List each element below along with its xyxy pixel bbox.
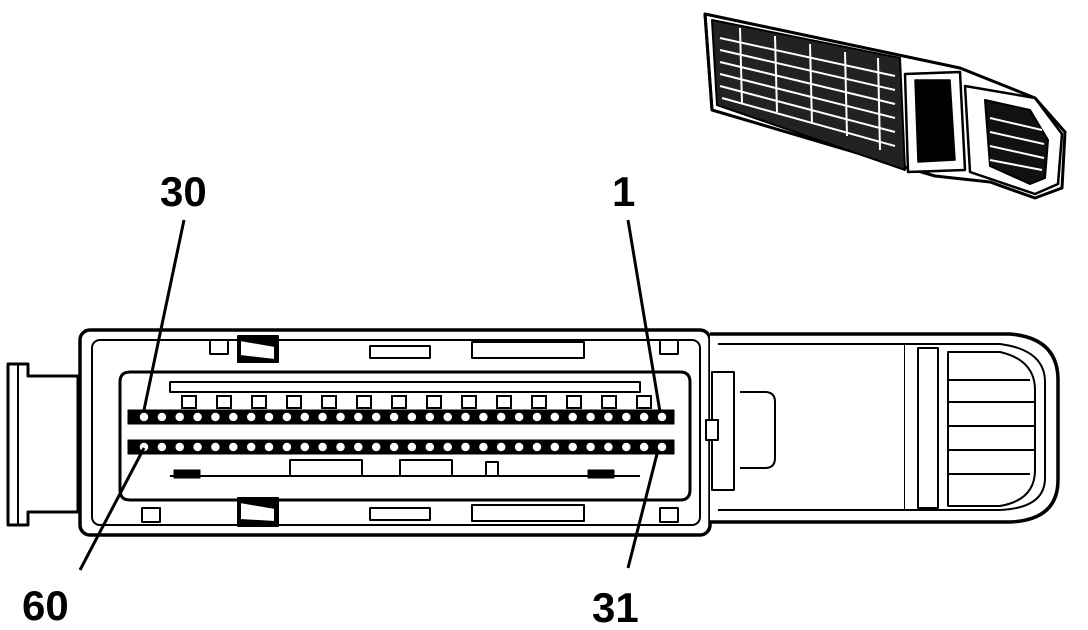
bottom-row-pin bbox=[424, 441, 436, 453]
terminal-latch bbox=[566, 395, 582, 409]
bottom-row-pin bbox=[227, 441, 240, 453]
bottom-row-pin bbox=[352, 441, 365, 453]
terminal-latch bbox=[181, 395, 197, 409]
bottom-row-pin bbox=[638, 441, 650, 453]
top-row-pin bbox=[459, 411, 472, 423]
top-row-pin bbox=[584, 411, 597, 423]
top-row-pin bbox=[209, 411, 222, 423]
bottom-row-pin bbox=[441, 441, 454, 453]
leader-line-1 bbox=[626, 219, 662, 413]
terminal-latch bbox=[216, 395, 232, 409]
top-row-pin bbox=[173, 411, 186, 423]
bottom-row-pin bbox=[138, 441, 150, 453]
top-row-pin bbox=[638, 411, 650, 423]
terminal-latch bbox=[426, 395, 442, 409]
terminal-latch bbox=[391, 395, 407, 409]
bottom-row-pin bbox=[406, 441, 418, 453]
bottom-row-pin bbox=[370, 441, 382, 453]
top-row-pin bbox=[281, 411, 293, 423]
pin-label-1: 1 bbox=[612, 168, 635, 215]
bottom-row-pin bbox=[549, 441, 561, 453]
pin-row-top bbox=[138, 395, 668, 423]
bottom-row-pin bbox=[263, 441, 275, 453]
top-row-pin bbox=[316, 411, 329, 423]
top-row-pin bbox=[441, 411, 454, 423]
top-row-pin bbox=[352, 411, 365, 423]
terminal-latch bbox=[286, 395, 302, 409]
top-row-pin bbox=[513, 411, 525, 423]
connector-face-view bbox=[6, 328, 1060, 537]
bottom-row-pin bbox=[495, 441, 507, 453]
terminal-latch bbox=[636, 395, 652, 409]
bottom-row-pin bbox=[531, 441, 543, 453]
bottom-row-pin bbox=[316, 441, 329, 453]
top-row-pin bbox=[531, 411, 543, 423]
bottom-row-pin bbox=[209, 441, 222, 453]
top-row-pin bbox=[406, 411, 418, 423]
top-row-pin bbox=[245, 411, 257, 423]
bottom-row-pin bbox=[156, 441, 168, 453]
top-row-pin bbox=[138, 411, 150, 423]
bottom-row-pin bbox=[173, 441, 186, 453]
top-row-pin bbox=[191, 411, 204, 423]
top-row-pin bbox=[424, 411, 436, 423]
leader-lines bbox=[78, 219, 662, 571]
terminal-latch bbox=[461, 395, 477, 409]
bottom-row-pin bbox=[566, 441, 579, 453]
top-row-pin bbox=[334, 411, 347, 423]
terminal-latch bbox=[356, 395, 372, 409]
leader-line-60 bbox=[78, 447, 146, 571]
top-row-pin bbox=[370, 411, 382, 423]
connector-isometric-view bbox=[703, 12, 1067, 200]
bottom-row-pin bbox=[656, 441, 668, 453]
top-row-pin bbox=[495, 411, 507, 423]
terminal-latch bbox=[601, 395, 617, 409]
bottom-row-pin bbox=[388, 441, 400, 453]
top-row-pin bbox=[477, 411, 490, 423]
top-row-pin bbox=[602, 411, 615, 423]
bottom-row-pin bbox=[459, 441, 472, 453]
bottom-row-pin bbox=[477, 441, 490, 453]
top-row-pin bbox=[299, 411, 311, 423]
top-row-pin bbox=[388, 411, 400, 423]
pin-label-30: 30 bbox=[160, 168, 207, 215]
top-row-pin bbox=[620, 411, 633, 423]
top-row-pin bbox=[156, 411, 168, 423]
bottom-row-pin bbox=[602, 441, 615, 453]
bottom-row-pin bbox=[334, 441, 347, 453]
terminal-latch bbox=[531, 395, 547, 409]
pin-row-bottom bbox=[138, 441, 668, 453]
leader-line-30 bbox=[142, 219, 186, 411]
bottom-row-pin bbox=[191, 441, 204, 453]
top-row-pin bbox=[566, 411, 579, 423]
bottom-row-pin bbox=[620, 441, 633, 453]
top-row-pin bbox=[549, 411, 561, 423]
bottom-row-pin bbox=[245, 441, 257, 453]
pin-label-60: 60 bbox=[22, 582, 69, 629]
bottom-row-pin bbox=[299, 441, 311, 453]
leader-line-31 bbox=[626, 449, 660, 569]
bottom-row-pin bbox=[281, 441, 293, 453]
top-row-pin bbox=[227, 411, 240, 423]
pin-label-31: 31 bbox=[592, 584, 639, 630]
top-row-pin bbox=[263, 411, 275, 423]
terminal-latch bbox=[251, 395, 267, 409]
terminal-latch bbox=[496, 395, 512, 409]
bottom-row-pin bbox=[513, 441, 525, 453]
terminal-latch bbox=[321, 395, 337, 409]
top-row-pin bbox=[656, 411, 668, 423]
bottom-row-pin bbox=[584, 441, 597, 453]
